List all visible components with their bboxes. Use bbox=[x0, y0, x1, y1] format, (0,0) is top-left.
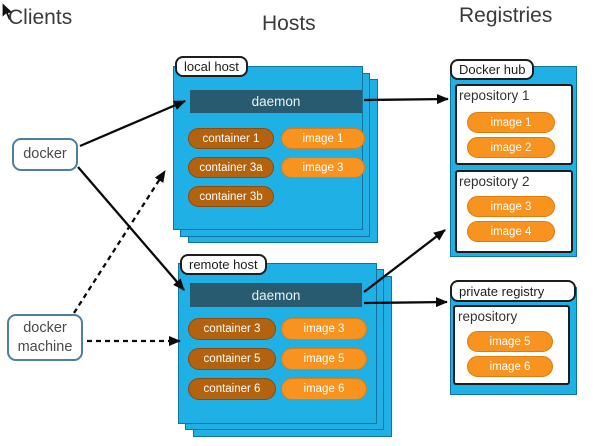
image-pill: image 3 bbox=[281, 157, 365, 178]
image-pill: image 6 bbox=[467, 356, 553, 377]
container-pill: container 3a bbox=[188, 157, 274, 178]
local-daemon-bar: daemon bbox=[190, 90, 362, 113]
container-pill: container 3 bbox=[188, 318, 276, 340]
image-pill: image 5 bbox=[467, 331, 553, 352]
docker-machine-node: docker machine bbox=[7, 314, 83, 361]
image-pill: image 6 bbox=[281, 378, 367, 400]
remote-host-label: remote host bbox=[180, 254, 267, 275]
header-clients: Clients bbox=[8, 6, 73, 29]
docker-client-node: docker bbox=[12, 138, 78, 171]
private-registry-label: private registry bbox=[450, 280, 576, 302]
local-host-label: local host bbox=[175, 56, 248, 77]
image-pill: image 1 bbox=[467, 112, 555, 133]
container-pill: container 1 bbox=[188, 128, 274, 149]
image-pill: image 5 bbox=[281, 348, 367, 370]
remote-daemon-bar: daemon bbox=[190, 283, 362, 307]
arrow-docker-to-local-daemon bbox=[79, 99, 186, 148]
header-registries: Registries bbox=[459, 4, 553, 27]
image-pill: image 1 bbox=[281, 128, 365, 149]
header-hosts: Hosts bbox=[262, 12, 316, 35]
image-pill: image 2 bbox=[467, 137, 555, 158]
repository-title: repository 2 bbox=[459, 174, 530, 189]
image-pill: image 3 bbox=[281, 318, 367, 340]
arrow-machine-to-local-host bbox=[73, 170, 166, 314]
container-pill: container 3b bbox=[188, 186, 274, 207]
image-pill: image 4 bbox=[467, 221, 555, 242]
cursor-icon bbox=[1, 1, 16, 22]
docker-hub-label: Docker hub bbox=[450, 59, 535, 80]
repository-title: repository bbox=[458, 309, 518, 324]
container-pill: container 5 bbox=[188, 348, 276, 370]
image-pill: image 3 bbox=[467, 196, 555, 217]
arrow-docker-to-remote-daemon bbox=[77, 166, 185, 291]
repository-title: repository 1 bbox=[459, 88, 530, 103]
container-pill: container 6 bbox=[188, 378, 276, 400]
